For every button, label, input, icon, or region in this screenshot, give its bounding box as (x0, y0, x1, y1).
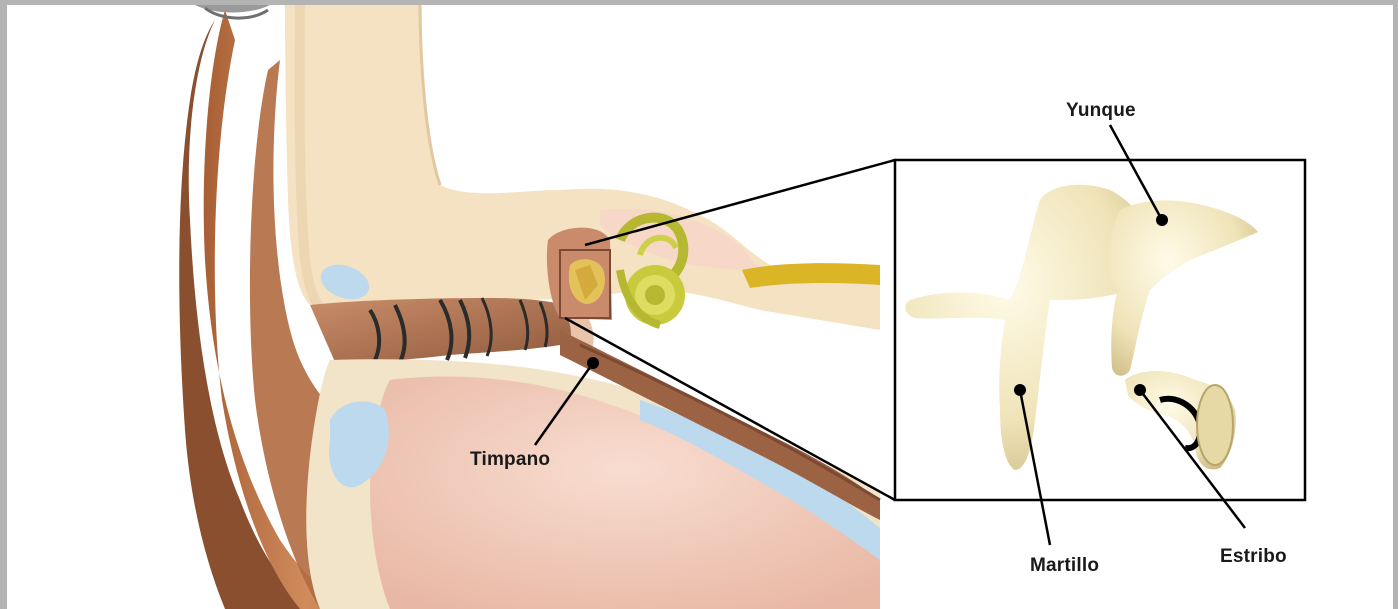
label-estribo: Estribo (1220, 546, 1287, 568)
label-martillo: Martillo (1030, 555, 1099, 577)
ear-canal (310, 298, 594, 362)
label-yunque: Yunque (1066, 100, 1136, 122)
label-timpano: Timpano (470, 449, 550, 471)
ossicles-inset (895, 125, 1305, 545)
lower-tissue (306, 330, 880, 609)
